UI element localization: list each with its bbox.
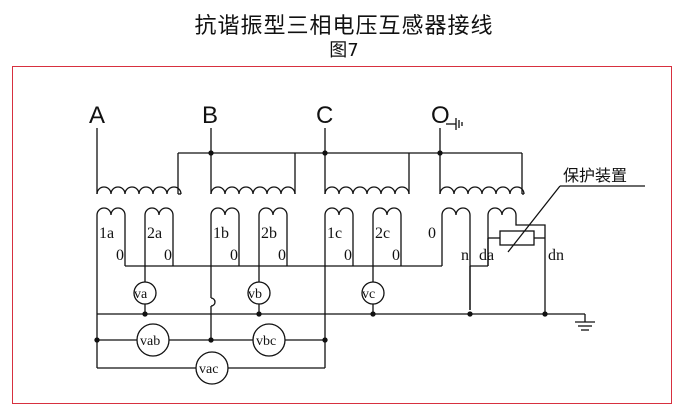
diagram-frame bbox=[12, 66, 672, 404]
zero-label-c1: 0 bbox=[344, 247, 352, 264]
winding-label-2c: 2c bbox=[375, 225, 390, 242]
meter-label-vac: vac bbox=[199, 362, 218, 377]
zero-label-a2: 0 bbox=[164, 247, 172, 264]
zero-label-c2: 0 bbox=[392, 247, 400, 264]
terminal-label-n: n bbox=[461, 247, 469, 264]
zero-label-a1: 0 bbox=[116, 247, 124, 264]
voltmeter-vb bbox=[247, 262, 271, 314]
terminal-label-da: da bbox=[479, 247, 494, 264]
terminal-label-dn: dn bbox=[548, 247, 564, 264]
phase-label-o: O bbox=[431, 102, 450, 129]
winding-label-2b: 2b bbox=[261, 225, 277, 242]
secondary-coils-a bbox=[96, 207, 174, 262]
winding-label-1c: 1c bbox=[327, 225, 342, 242]
winding-label-1b: 1b bbox=[213, 225, 229, 242]
secondary-coils-b bbox=[210, 207, 288, 262]
phase-label-a: A bbox=[89, 102, 105, 129]
zero-label-b2: 0 bbox=[278, 247, 286, 264]
diagram-title: 抗谐振型三相电压互感器接线 bbox=[194, 14, 494, 39]
primary-coil-b bbox=[210, 153, 296, 195]
ground-icon bbox=[575, 321, 595, 331]
meter-label-va: va bbox=[134, 287, 148, 302]
phase-label-b: B bbox=[202, 102, 218, 129]
meter-label-vb: vb bbox=[248, 287, 262, 302]
winding-label-2a: 2a bbox=[147, 225, 162, 242]
zero-label-b1: 0 bbox=[230, 247, 238, 264]
winding-label-1a: 1a bbox=[99, 225, 114, 242]
secondary-coils-c bbox=[324, 207, 402, 262]
voltmeter-va bbox=[133, 262, 157, 314]
ground-icon bbox=[446, 118, 463, 130]
primary-coil-a bbox=[96, 153, 182, 195]
voltmeter-vc bbox=[361, 262, 385, 314]
secondary-coils-o bbox=[441, 207, 546, 314]
zero-label-o: 0 bbox=[428, 225, 436, 242]
meter-label-vbc: vbc bbox=[256, 334, 276, 349]
phase-label-c: C bbox=[316, 102, 333, 129]
primary-coil-o bbox=[439, 153, 525, 195]
protection-device-label: 保护装置 bbox=[563, 166, 627, 185]
resistor-icon bbox=[488, 185, 645, 253]
meter-label-vab: vab bbox=[140, 334, 160, 349]
meter-label-vc: vc bbox=[362, 287, 375, 302]
figure-number: 图7 bbox=[329, 40, 359, 61]
primary-coil-c bbox=[324, 153, 410, 195]
